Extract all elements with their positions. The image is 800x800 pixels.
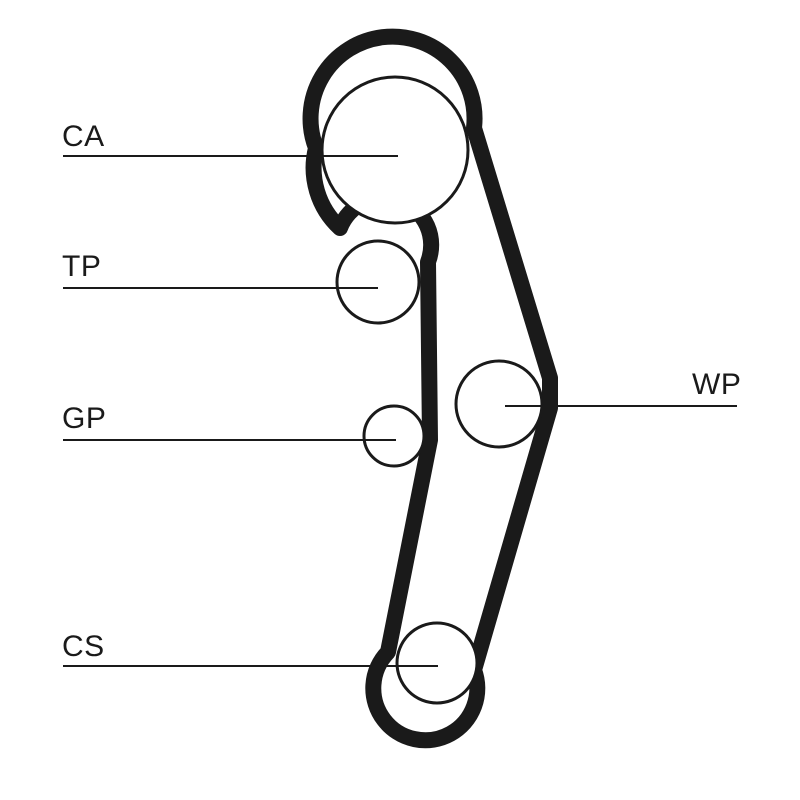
water-pump-pulley	[454, 359, 544, 449]
label-wp: WP	[692, 368, 742, 401]
tensioner-pulley	[335, 239, 421, 325]
label-tp: TP	[62, 250, 102, 283]
crankshaft-pulley	[395, 621, 479, 705]
label-gp: GP	[62, 402, 107, 435]
guide-pulley	[362, 404, 426, 468]
label-cs: CS	[62, 630, 105, 663]
label-ca: CA	[62, 120, 105, 153]
camshaft-pulley	[320, 75, 470, 225]
